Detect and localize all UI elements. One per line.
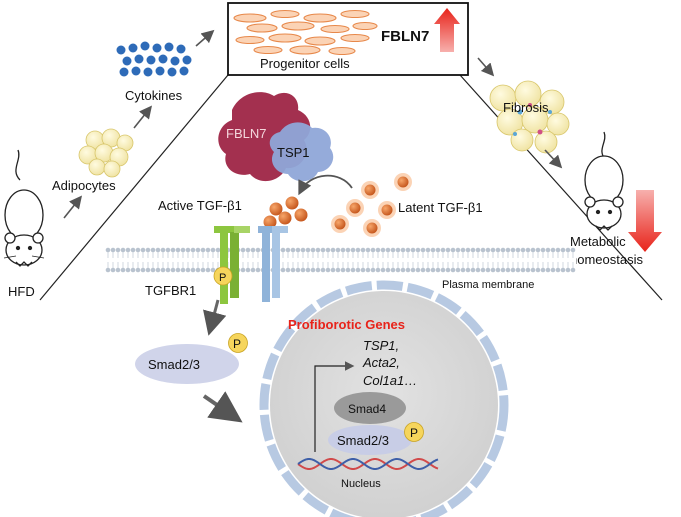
gene-acta2: Acta2, bbox=[362, 355, 400, 370]
gene-col1a1: Col1a1… bbox=[363, 373, 417, 388]
transcription-arrow bbox=[314, 361, 355, 452]
arrow-fibrosis-mouse bbox=[544, 149, 563, 169]
latent-tgf-balls bbox=[331, 173, 412, 237]
arrow-smad-nucleus bbox=[202, 391, 243, 423]
cytoplasmic-smad-label: Smad2/3 bbox=[148, 357, 200, 372]
adipocytes-cluster bbox=[78, 128, 134, 178]
nuclear-smad-blob bbox=[328, 425, 412, 455]
nucleus-title: Profiborotic Genes bbox=[288, 317, 405, 332]
tsp1-protein bbox=[269, 122, 334, 182]
latent-tgf-label: Latent TGF-β1 bbox=[398, 200, 483, 215]
fibrosis-label: Fibrosis bbox=[503, 100, 549, 115]
adipocytes-label: Adipocytes bbox=[52, 178, 116, 193]
tsp1-protein-label: TSP1 bbox=[277, 145, 310, 160]
arrow-cytokines-progenitor bbox=[195, 29, 215, 47]
arrow-hfd-adipocytes bbox=[63, 195, 82, 219]
dna-helix bbox=[297, 457, 439, 471]
cytoplasmic-phospho-label: P bbox=[233, 337, 241, 351]
hfd-label: HFD bbox=[8, 284, 35, 299]
nuclear-phospho-label: P bbox=[410, 426, 418, 440]
smad4-label: Smad4 bbox=[348, 402, 386, 416]
metabolic-mouse-icon bbox=[584, 131, 624, 231]
tgfbr2-receptor bbox=[258, 226, 288, 302]
hfd-mouse-icon bbox=[3, 149, 45, 267]
metabolic-down-arrow bbox=[628, 190, 662, 252]
receptor-phospho-badge bbox=[213, 266, 233, 286]
cytokines-dots bbox=[116, 41, 192, 77]
active-tgf-balls bbox=[263, 196, 308, 229]
metabolic-label-line2: homeostasis bbox=[570, 252, 643, 267]
fibrosis-spots bbox=[513, 103, 552, 136]
arrow-adipocytes-cytokines bbox=[133, 105, 152, 129]
active-tgf-label: Active TGF-β1 bbox=[158, 198, 242, 213]
cytokines-label: Cytokines bbox=[125, 88, 183, 103]
metabolic-label-line1: Metabolic bbox=[570, 234, 626, 249]
pyramid-right-edge bbox=[459, 74, 663, 301]
plasma-membrane-label: Plasma membrane bbox=[442, 279, 534, 291]
tgfbr1-label: TGFBR1 bbox=[145, 283, 196, 298]
receptor-phospho-label: P bbox=[219, 272, 226, 284]
progenitor-caption: Progenitor cells bbox=[260, 56, 350, 71]
fibrosis-cluster bbox=[489, 80, 570, 154]
pyramid-left-edge bbox=[39, 74, 229, 301]
cytoplasmic-phospho-badge bbox=[228, 333, 248, 353]
fbln7-protein-label: FBLN7 bbox=[226, 126, 266, 141]
gene-tsp1: TSP1, bbox=[363, 338, 399, 353]
arrow-receptor-smad bbox=[203, 299, 227, 336]
latent-to-active-arrow bbox=[298, 174, 353, 196]
smad4-blob bbox=[334, 392, 406, 424]
nuclear-phospho-badge bbox=[404, 422, 424, 442]
fbln7-gene-label: FBLN7 bbox=[381, 28, 429, 45]
progenitor-cells-illustration bbox=[233, 9, 378, 56]
arrow-progenitor-fibrosis bbox=[477, 57, 495, 77]
nucleus-rim bbox=[259, 280, 509, 517]
nucleus-label: Nucleus bbox=[341, 478, 381, 490]
cytoplasmic-smad-blob bbox=[135, 344, 239, 384]
plasma-membrane bbox=[105, 247, 576, 273]
fbln7-up-arrow bbox=[434, 8, 460, 52]
nuclear-smad-label: Smad2/3 bbox=[337, 433, 389, 448]
